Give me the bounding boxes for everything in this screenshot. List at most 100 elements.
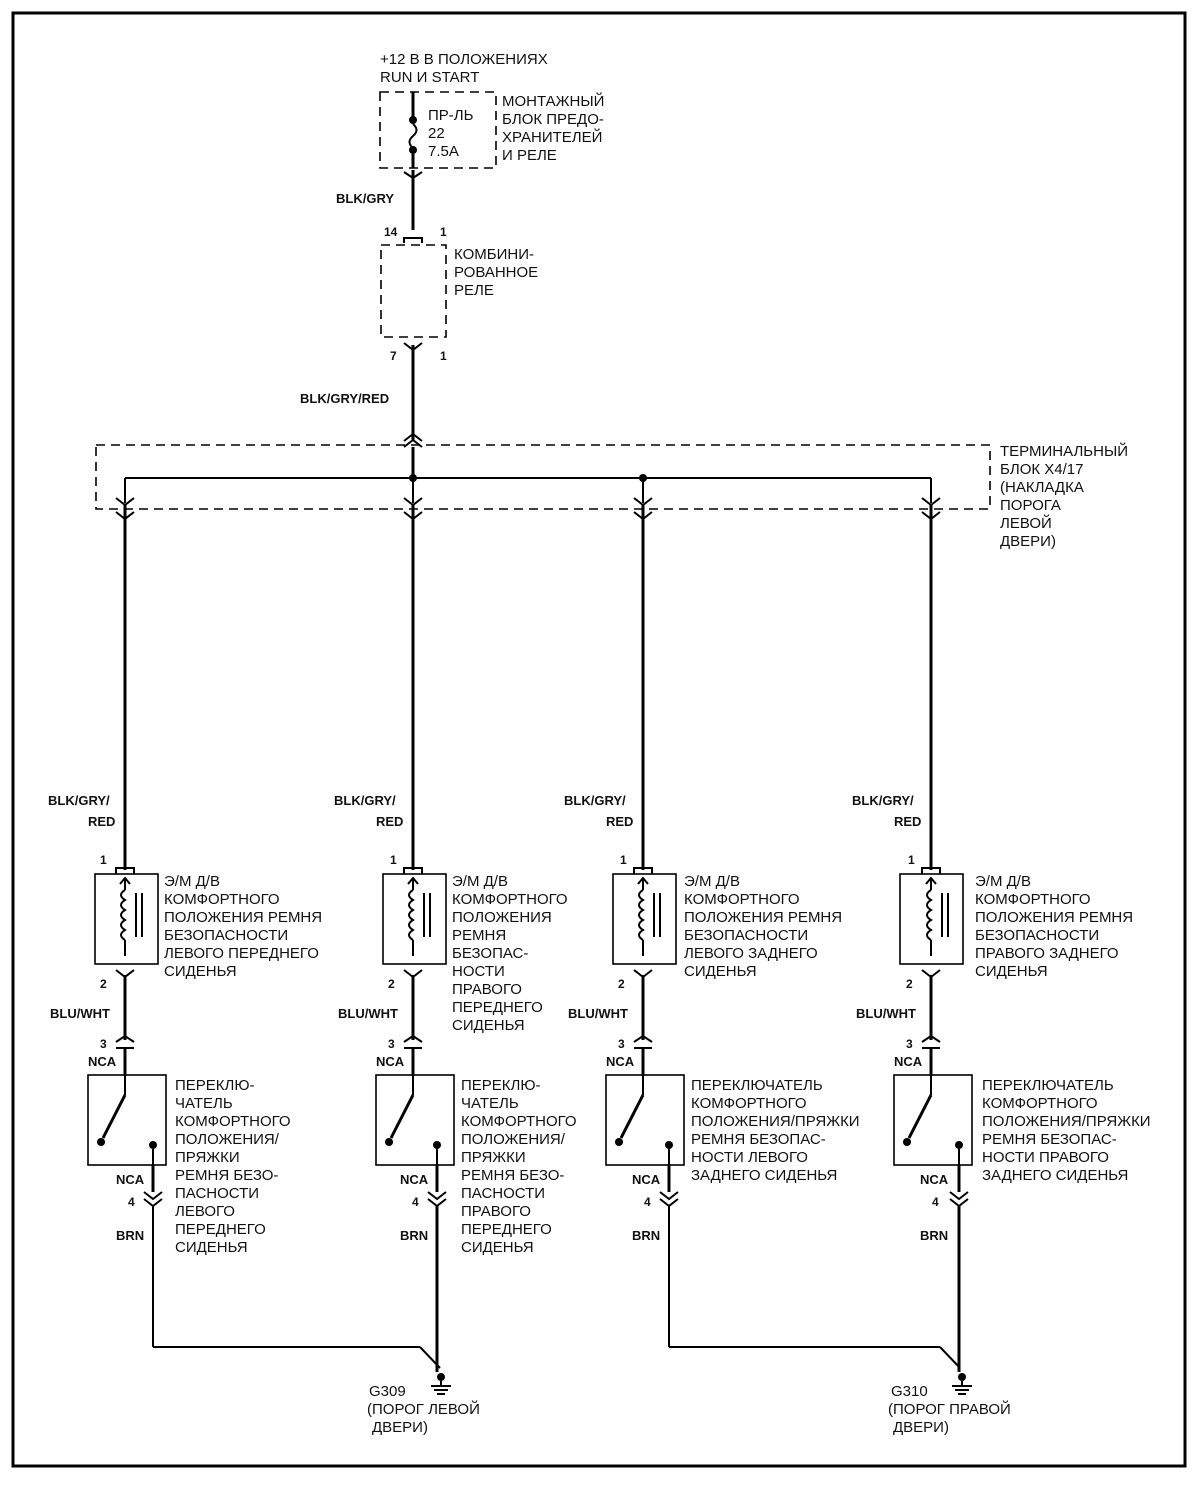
- svg-text:КОМФОРТНОГО: КОМФОРТНОГО: [975, 891, 1091, 908]
- svg-text:ПОЛОЖЕНИЯ/ПРЯЖКИ: ПОЛОЖЕНИЯ/ПРЯЖКИ: [982, 1113, 1151, 1130]
- svg-text:ПОЛОЖЕНИЯ РЕМНЯ: ПОЛОЖЕНИЯ РЕМНЯ: [164, 909, 322, 926]
- svg-text:BLK/GRY/: BLK/GRY/: [48, 793, 110, 808]
- svg-text:(НАКЛАДКА: (НАКЛАДКА: [1000, 479, 1084, 496]
- svg-text:BLU/WHT: BLU/WHT: [568, 1006, 628, 1021]
- svg-text:BLK/GRY/: BLK/GRY/: [852, 793, 914, 808]
- svg-text:2: 2: [906, 977, 913, 991]
- svg-text:СИДЕНЬЯ: СИДЕНЬЯ: [975, 963, 1048, 980]
- svg-text:БЕЗОПАСНОСТИ: БЕЗОПАСНОСТИ: [684, 927, 808, 944]
- svg-text:ПОЛОЖЕНИЯ/ПРЯЖКИ: ПОЛОЖЕНИЯ/ПРЯЖКИ: [691, 1113, 860, 1130]
- svg-text:RUN И START: RUN И START: [380, 69, 479, 86]
- svg-text:РОВАННОЕ: РОВАННОЕ: [454, 264, 538, 281]
- svg-text:ЗАДНЕГО СИДЕНЬЯ: ЗАДНЕГО СИДЕНЬЯ: [982, 1167, 1128, 1184]
- svg-text:(ПОРОГ ЛЕВОЙ: (ПОРОГ ЛЕВОЙ: [367, 1400, 480, 1418]
- svg-text:ПОРОГА: ПОРОГА: [1000, 497, 1061, 514]
- ground-symbol-icon: [952, 1385, 972, 1395]
- svg-text:22: 22: [428, 125, 445, 142]
- svg-text:2: 2: [388, 977, 395, 991]
- svg-text:+12 В В ПОЛОЖЕНИЯХ: +12 В В ПОЛОЖЕНИЯХ: [380, 51, 548, 68]
- svg-text:ПРАВОГО: ПРАВОГО: [452, 981, 522, 998]
- svg-text:ПОЛОЖЕНИЯ РЕМНЯ: ПОЛОЖЕНИЯ РЕМНЯ: [975, 909, 1133, 926]
- svg-text:КОМФОРТНОГО: КОМФОРТНОГО: [684, 891, 800, 908]
- svg-text:4: 4: [932, 1195, 939, 1209]
- relay-pin-1-bottom: 1: [440, 349, 447, 363]
- svg-text:РЕЛЕ: РЕЛЕ: [454, 282, 494, 299]
- svg-text:МОНТАЖНЫЙ: МОНТАЖНЫЙ: [502, 92, 604, 110]
- svg-text:3: 3: [618, 1037, 625, 1051]
- svg-text:КОМФОРТНОГО: КОМФОРТНОГО: [461, 1113, 577, 1130]
- svg-text:3: 3: [906, 1037, 913, 1051]
- svg-text:Э/М Д/В: Э/М Д/В: [975, 873, 1031, 890]
- svg-text:BRN: BRN: [632, 1228, 660, 1243]
- svg-text:РЕМНЯ БЕЗО-: РЕМНЯ БЕЗО-: [175, 1167, 278, 1184]
- terminal-block-label: ТЕРМИНАЛЬНЫЙ БЛОК X4/17 (НАКЛАДКА ПОРОГА…: [1000, 442, 1128, 550]
- relay-box: [380, 244, 447, 338]
- fuse-label: ПР-ЛЬ 22 7.5A: [428, 107, 474, 160]
- svg-text:BRN: BRN: [116, 1228, 144, 1243]
- svg-text:НОСТИ ЛЕВОГО: НОСТИ ЛЕВОГО: [691, 1149, 808, 1166]
- svg-text:ПЕРЕКЛЮЧАТЕЛЬ: ПЕРЕКЛЮЧАТЕЛЬ: [691, 1077, 823, 1094]
- solenoid-right-front: [382, 873, 447, 965]
- svg-text:(ПОРОГ ПРАВОЙ: (ПОРОГ ПРАВОЙ: [888, 1400, 1011, 1418]
- fuse-block-box: [379, 91, 497, 169]
- svg-text:КОМФОРТНОГО: КОМФОРТНОГО: [691, 1095, 807, 1112]
- svg-text:ПОЛОЖЕНИЯ/: ПОЛОЖЕНИЯ/: [175, 1131, 280, 1148]
- svg-text:ТЕРМИНАЛЬНЫЙ: ТЕРМИНАЛЬНЫЙ: [1000, 442, 1128, 460]
- svg-text:NCA: NCA: [376, 1054, 405, 1069]
- switch-right-front: [375, 1074, 455, 1166]
- svg-text:БЕЗОПАСНОСТИ: БЕЗОПАСНОСТИ: [164, 927, 288, 944]
- svg-text:СИДЕНЬЯ: СИДЕНЬЯ: [175, 1239, 248, 1256]
- svg-text:ЛЕВОЙ: ЛЕВОЙ: [1000, 514, 1052, 532]
- svg-text:ПАСНОСТИ: ПАСНОСТИ: [461, 1185, 545, 1202]
- svg-text:ПРАВОГО ЗАДНЕГО: ПРАВОГО ЗАДНЕГО: [975, 945, 1119, 962]
- svg-text:3: 3: [388, 1037, 395, 1051]
- svg-text:4: 4: [412, 1195, 419, 1209]
- svg-text:РЕМНЯ: РЕМНЯ: [452, 927, 506, 944]
- svg-text:2: 2: [100, 977, 107, 991]
- fuse-block-label: МОНТАЖНЫЙ БЛОК ПРЕДО- ХРАНИТЕЛЕЙ И РЕЛЕ: [502, 92, 604, 164]
- svg-text:ЛЕВОГО ПЕРЕДНЕГО: ЛЕВОГО ПЕРЕДНЕГО: [164, 945, 319, 962]
- svg-text:КОМБИНИ-: КОМБИНИ-: [454, 246, 534, 263]
- svg-text:Э/М Д/В: Э/М Д/В: [684, 873, 740, 890]
- svg-text:СИДЕНЬЯ: СИДЕНЬЯ: [684, 963, 757, 980]
- svg-text:1: 1: [620, 853, 627, 867]
- svg-text:ПЕРЕКЛЮ-: ПЕРЕКЛЮ-: [175, 1077, 255, 1094]
- switch-left-rear: [605, 1074, 685, 1166]
- svg-text:ПР-ЛЬ: ПР-ЛЬ: [428, 107, 474, 124]
- relay-label: КОМБИНИ- РОВАННОЕ РЕЛЕ: [454, 246, 538, 299]
- svg-text:БЛОК ПРЕДО-: БЛОК ПРЕДО-: [502, 111, 604, 128]
- svg-text:БЕЗОПАС-: БЕЗОПАС-: [452, 945, 528, 962]
- svg-text:РЕМНЯ БЕЗО-: РЕМНЯ БЕЗО-: [461, 1167, 564, 1184]
- svg-text:БЕЗОПАСНОСТИ: БЕЗОПАСНОСТИ: [975, 927, 1099, 944]
- svg-text:G309: G309: [369, 1383, 406, 1400]
- svg-text:NCA: NCA: [920, 1172, 949, 1187]
- svg-text:2: 2: [618, 977, 625, 991]
- ground-wiring-left: [152, 1205, 441, 1372]
- svg-text:РЕМНЯ БЕЗОПАС-: РЕМНЯ БЕЗОПАС-: [691, 1131, 826, 1148]
- branch-left-front: BLK/GRY/ RED 1 Э/М Д/В КОМФОРТНОГО ПОЛОЖ…: [48, 478, 322, 1256]
- svg-text:1: 1: [100, 853, 107, 867]
- svg-text:НОСТИ ПРАВОГО: НОСТИ ПРАВОГО: [982, 1149, 1109, 1166]
- svg-text:КОМФОРТНОГО: КОМФОРТНОГО: [982, 1095, 1098, 1112]
- ground-wiring-right: [668, 1205, 961, 1372]
- svg-text:БЛОК X4/17: БЛОК X4/17: [1000, 461, 1083, 478]
- svg-text:ПРАВОГО: ПРАВОГО: [461, 1203, 531, 1220]
- wire-label-mid: BLK/GRY/RED: [300, 391, 389, 406]
- svg-text:ПЕРЕКЛЮ-: ПЕРЕКЛЮ-: [461, 1077, 541, 1094]
- svg-text:ПЕРЕДНЕГО: ПЕРЕДНЕГО: [452, 999, 543, 1016]
- svg-text:BLU/WHT: BLU/WHT: [856, 1006, 916, 1021]
- svg-text:Э/М Д/В: Э/М Д/В: [452, 873, 508, 890]
- svg-text:BLK/GRY/: BLK/GRY/: [334, 793, 396, 808]
- relay-pin-7: 7: [390, 349, 397, 363]
- svg-text:ПОЛОЖЕНИЯ РЕМНЯ: ПОЛОЖЕНИЯ РЕМНЯ: [684, 909, 842, 926]
- relay-pin-1-top: 1: [440, 225, 447, 239]
- svg-text:СИДЕНЬЯ: СИДЕНЬЯ: [164, 963, 237, 980]
- branch-right-rear: BLK/GRY/ RED 1 Э/М Д/В КОМФОРТНОГО ПОЛОЖ…: [852, 478, 1151, 1243]
- wire-label-top: BLK/GRY: [336, 191, 394, 206]
- svg-text:NCA: NCA: [88, 1054, 117, 1069]
- svg-text:ЗАДНЕГО СИДЕНЬЯ: ЗАДНЕГО СИДЕНЬЯ: [691, 1167, 837, 1184]
- svg-text:ПЕРЕДНЕГО: ПЕРЕДНЕГО: [175, 1221, 266, 1238]
- solenoid-left-rear: [612, 873, 677, 965]
- relay-pin-14: 14: [384, 225, 398, 239]
